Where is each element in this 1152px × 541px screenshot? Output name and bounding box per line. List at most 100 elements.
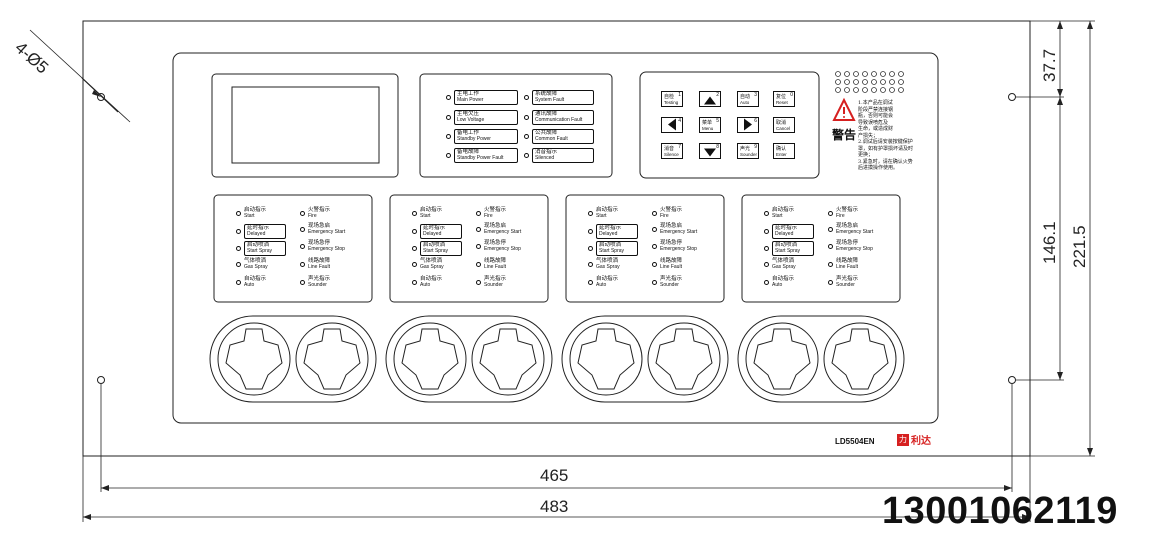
key-label-en: Testing xyxy=(664,100,679,105)
zone-label-en: Line Fault xyxy=(660,263,682,270)
zone-label-en: Fire xyxy=(308,212,317,219)
led-icon xyxy=(652,227,657,232)
zone-label-cn: 现场急启 xyxy=(836,223,859,229)
status-label-cn: 备电故障 xyxy=(457,149,480,155)
led-icon xyxy=(764,229,769,234)
key-label-en: Menu xyxy=(702,126,714,131)
key-label-cn: 自检 xyxy=(664,94,675,100)
key-label-cn: 声光 xyxy=(740,146,751,152)
led-icon xyxy=(236,280,241,285)
zone-label-cn: 启动喷洒 xyxy=(775,242,798,248)
zone-label-en: Fire xyxy=(484,212,493,219)
key-cover xyxy=(737,315,905,403)
zone-label-cn: 自动指示 xyxy=(596,276,619,282)
zone-label-cn: 现场急停 xyxy=(308,240,331,246)
status-label-cn: 系统故障 xyxy=(535,91,558,97)
zone-label-cn: 延时指示 xyxy=(599,225,622,231)
zone-label-en: Start Spray xyxy=(775,247,801,254)
led-icon xyxy=(828,227,833,232)
led-icon xyxy=(300,262,305,267)
key-number: 0 xyxy=(790,92,793,98)
zone-label-en: Start Spray xyxy=(423,247,449,254)
status-label-cn: 消音指示 xyxy=(535,149,558,155)
key-up-arrow[interactable]: 2 xyxy=(699,91,721,107)
led-icon xyxy=(828,262,833,267)
zone-label-en: Gas Spray xyxy=(420,263,444,270)
dim-height-inner: 146.1 xyxy=(1040,221,1059,264)
key-number: 7 xyxy=(678,144,681,150)
zone-label-en: Auto xyxy=(244,281,255,288)
zone-label-cn: 现场急停 xyxy=(484,240,507,246)
zone-label-cn: 线路故障 xyxy=(660,258,683,264)
dim-height-top: 37.7 xyxy=(1040,48,1059,82)
led-icon xyxy=(828,280,833,285)
led-icon xyxy=(476,244,481,249)
key-label-en: Auto xyxy=(740,100,750,105)
led-icon xyxy=(764,246,769,251)
dim-height-total: 221.5 xyxy=(1070,225,1089,268)
zone-panel-2 xyxy=(389,194,549,303)
key-label-en: Enter xyxy=(776,152,787,157)
led-icon xyxy=(652,211,657,216)
brand-name: 利达 xyxy=(911,436,931,447)
zone-label-cn: 现场急停 xyxy=(660,240,683,246)
model-number: LD5504EN xyxy=(835,437,875,446)
key-label-cn: 复位 xyxy=(776,94,787,100)
led-icon xyxy=(476,262,481,267)
key-right-arrow[interactable]: 6 xyxy=(737,117,759,133)
zone-label-en: Emergency Stop xyxy=(484,245,521,252)
zone-label-en: Delayed xyxy=(423,230,442,237)
led-icon xyxy=(652,280,657,285)
zone-label-en: Sounder xyxy=(836,281,855,288)
status-panel xyxy=(419,73,613,178)
led-icon xyxy=(524,95,529,100)
up-arrow-icon xyxy=(704,90,716,109)
status-label-cn: 主电工作 xyxy=(457,91,480,97)
key-label-cn: 取消 xyxy=(776,120,787,126)
zone-label-en: Delayed xyxy=(775,230,794,237)
zone-label-en: Start xyxy=(244,212,255,219)
zone-label-en: Line Fault xyxy=(484,263,506,270)
led-icon xyxy=(652,244,657,249)
dim-width-total: 483 xyxy=(540,497,569,516)
key-left-arrow[interactable]: 4 xyxy=(661,117,683,133)
zone-label-en: Auto xyxy=(420,281,431,288)
led-icon xyxy=(446,134,451,139)
led-icon xyxy=(524,153,529,158)
led-icon xyxy=(524,134,529,139)
status-label-en: Communication Fault xyxy=(535,116,583,123)
zone-label-cn: 气体喷洒 xyxy=(596,258,619,264)
key-label-en: Cancel xyxy=(776,126,791,131)
zone-label-cn: 声光指示 xyxy=(308,276,331,282)
brand-logo: 力 利达 xyxy=(897,432,931,447)
mount-hole-tl xyxy=(97,93,105,101)
key-down-arrow[interactable]: 8 xyxy=(699,143,721,159)
led-icon xyxy=(652,262,657,267)
key-label-en: Reset xyxy=(776,100,788,105)
led-icon xyxy=(588,262,593,267)
zone-label-cn: 延时指示 xyxy=(775,225,798,231)
zone-label-cn: 线路故障 xyxy=(308,258,331,264)
zone-label-cn: 启动指示 xyxy=(244,207,267,213)
warning-text: 1.本产品在调试 阶段严禁连接钢 瓶，否则可能会 导致误喷危及 生命，或造成财 … xyxy=(858,100,914,171)
